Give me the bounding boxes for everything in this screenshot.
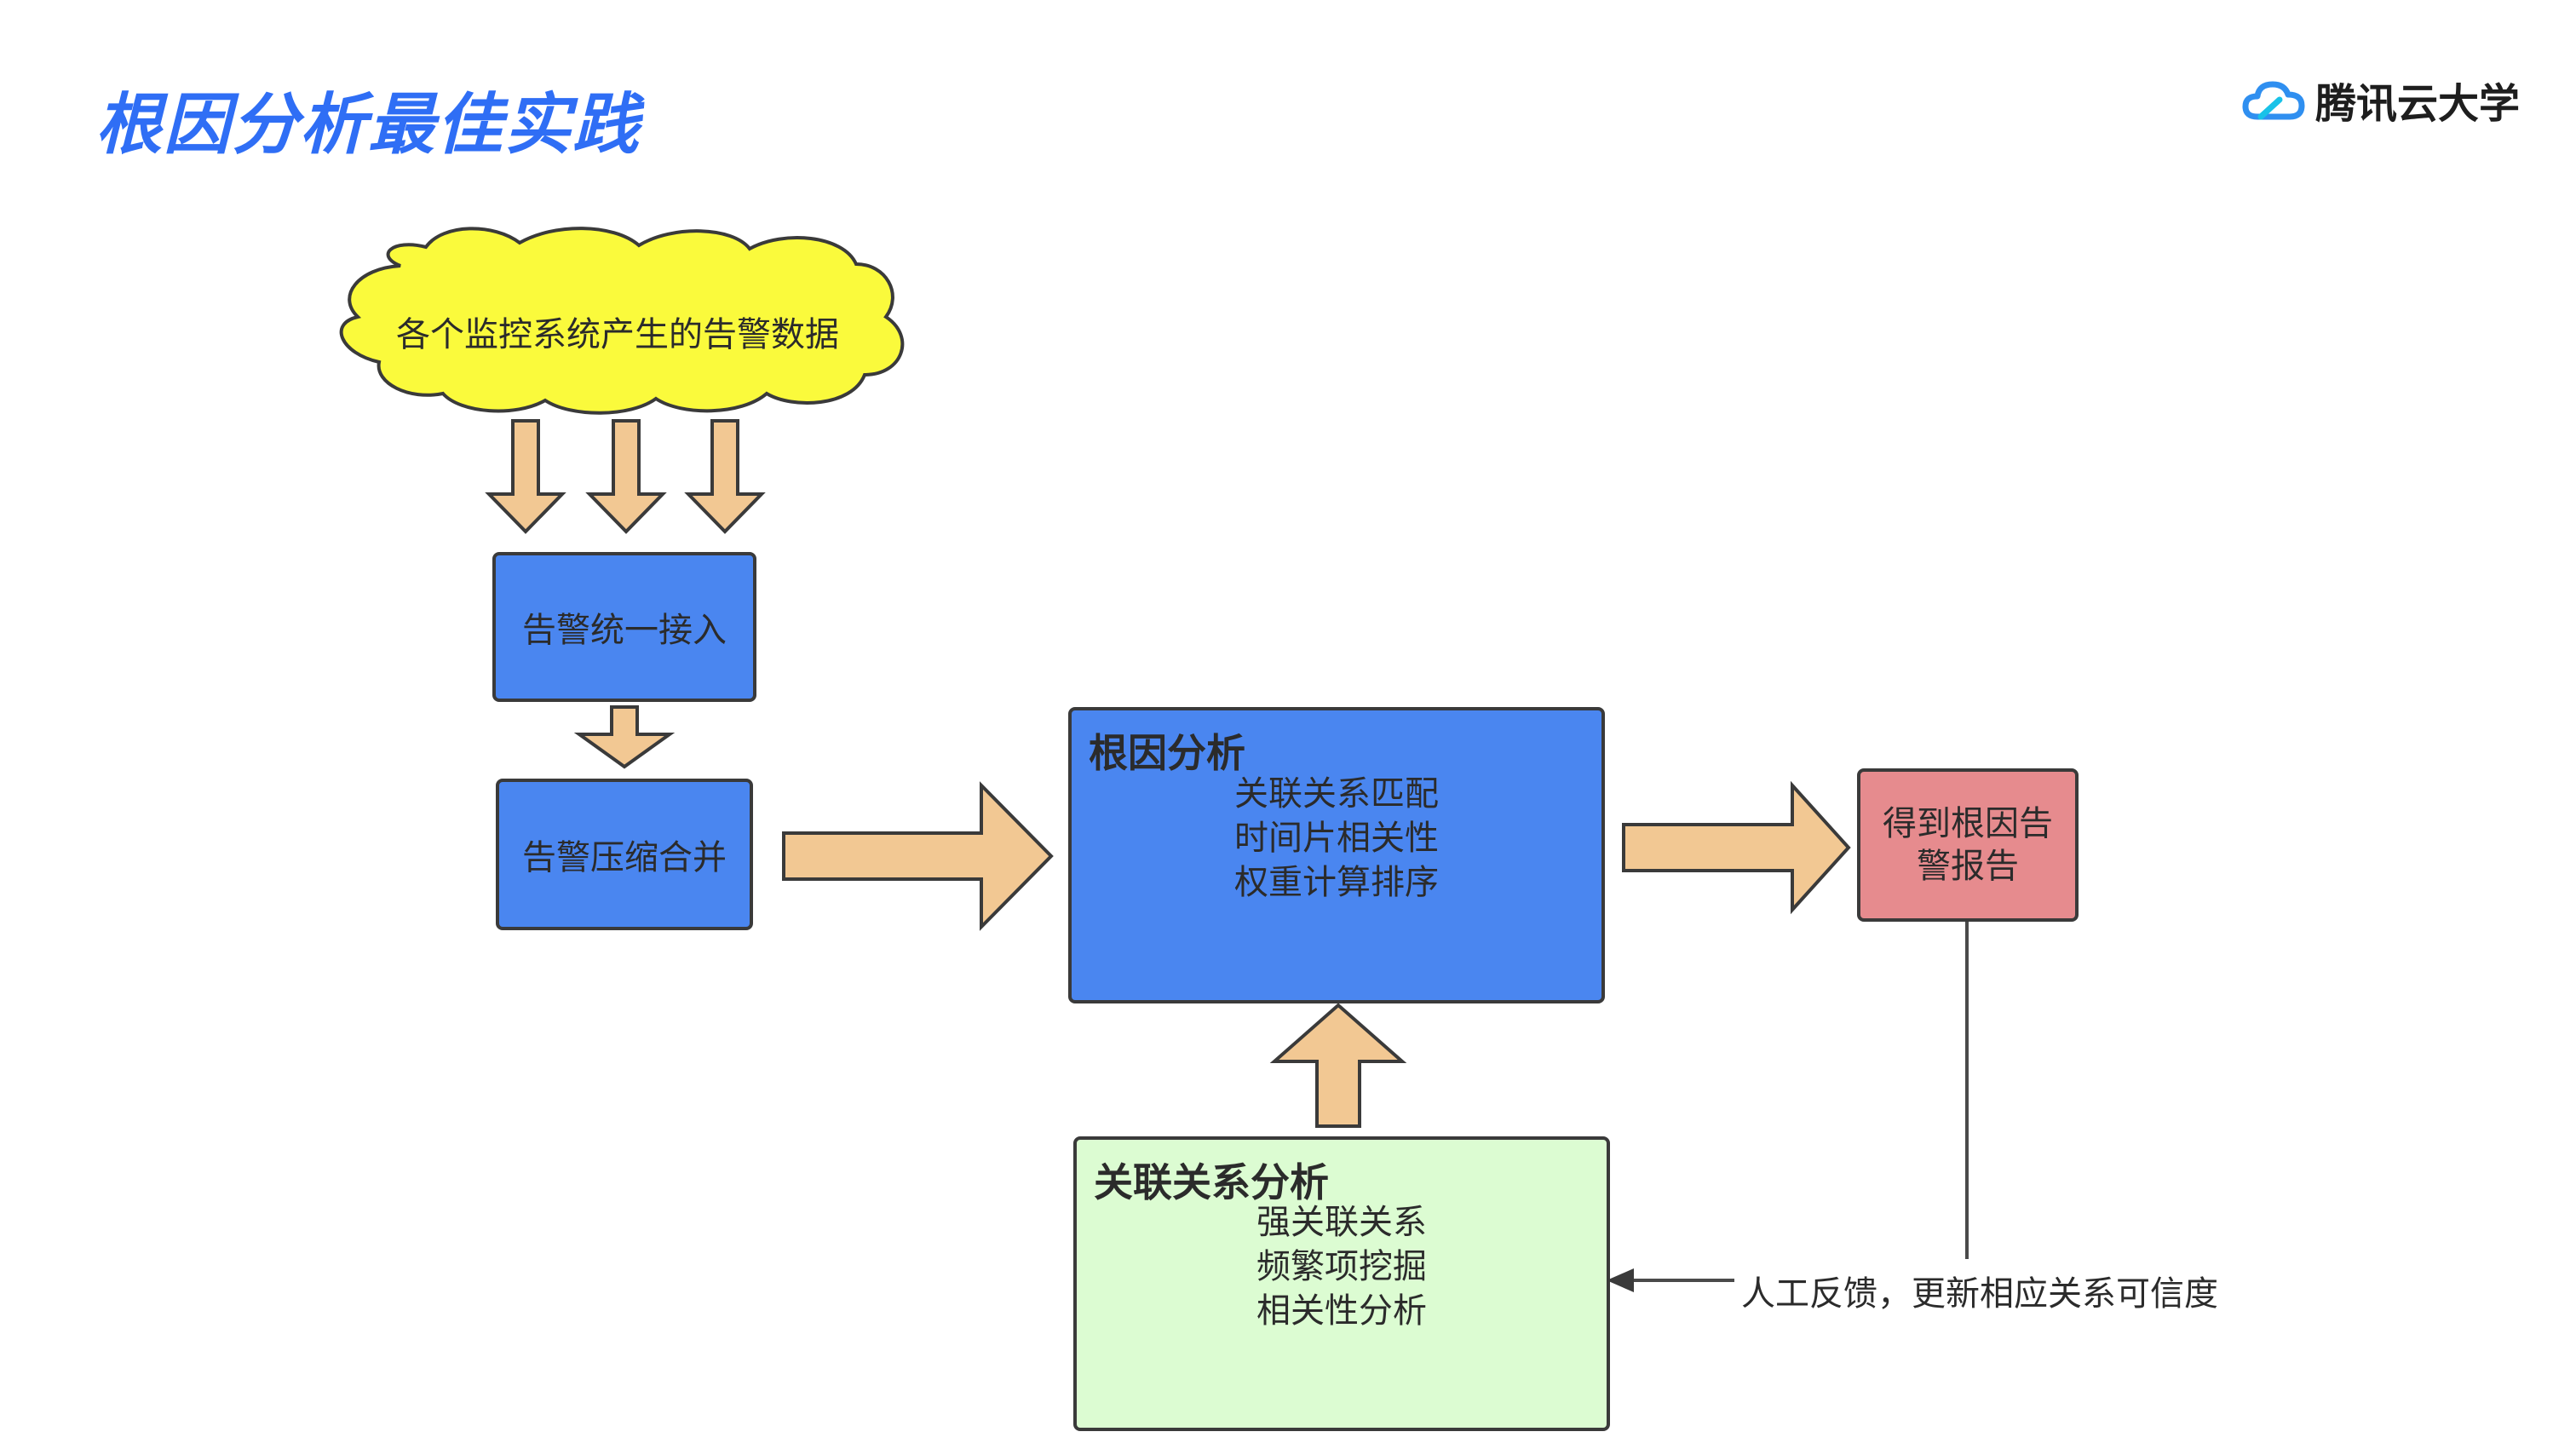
- compress-box: 告警压缩合并: [496, 779, 753, 930]
- feedback-label: 人工反馈，更新相应关系可信度: [1741, 1274, 2218, 1314]
- feedback-arrowhead-icon: [1607, 1268, 1634, 1292]
- correlation-title: 关联关系分析: [1094, 1159, 1329, 1205]
- brand-name: 腾讯云大学: [2314, 80, 2520, 128]
- root-cause-item: 时间片相关性: [1234, 819, 1439, 858]
- feedback-connector: [1607, 922, 1969, 1292]
- correlation-item: 频繁项挖掘: [1256, 1247, 1427, 1286]
- compress-label: 告警压缩合并: [522, 838, 727, 877]
- brand-logo: 腾讯云大学: [2242, 70, 2520, 129]
- correlation-items: 强关联关系 频繁项挖掘 相关性分析: [1256, 1200, 1427, 1333]
- root-cause-box: 根因分析 关联关系匹配 时间片相关性 权重计算排序: [1068, 707, 1605, 1003]
- slide-title: 根因分析最佳实践: [95, 87, 641, 164]
- correlation-item: 相关性分析: [1256, 1291, 1427, 1331]
- correlation-item: 强关联关系: [1256, 1203, 1427, 1242]
- source-cloud-label: 各个监控系统产生的告警数据: [396, 315, 839, 354]
- cloud-logo-icon: [2242, 81, 2305, 120]
- root-cause-item: 关联关系匹配: [1234, 774, 1439, 814]
- result-line: 警报告: [1917, 847, 2019, 886]
- right-arrow-compress-to-analysis: [782, 781, 1054, 931]
- down-arrow-1: [485, 419, 566, 534]
- source-cloud-shape: [339, 227, 905, 415]
- ingest-label: 告警统一接入: [522, 611, 727, 650]
- down-arrow-3: [684, 419, 766, 534]
- down-arrow-ingest-compress: [573, 705, 676, 769]
- ingest-box: 告警统一接入: [492, 552, 756, 702]
- right-arrow-analysis-to-result: [1622, 780, 1851, 915]
- result-line: 得到根因告: [1883, 804, 2053, 843]
- up-arrow-correlation-to-analysis: [1269, 1003, 1407, 1128]
- root-cause-item: 权重计算排序: [1234, 863, 1439, 902]
- correlation-box: 关联关系分析 强关联关系 频繁项挖掘 相关性分析: [1073, 1136, 1610, 1431]
- result-box: 得到根因告 警报告: [1857, 768, 2079, 922]
- down-arrow-2: [585, 419, 667, 534]
- root-cause-title: 根因分析: [1089, 730, 1245, 776]
- root-cause-items: 关联关系匹配 时间片相关性 权重计算排序: [1234, 772, 1439, 905]
- result-text: 得到根因告 警报告: [1883, 802, 2053, 888]
